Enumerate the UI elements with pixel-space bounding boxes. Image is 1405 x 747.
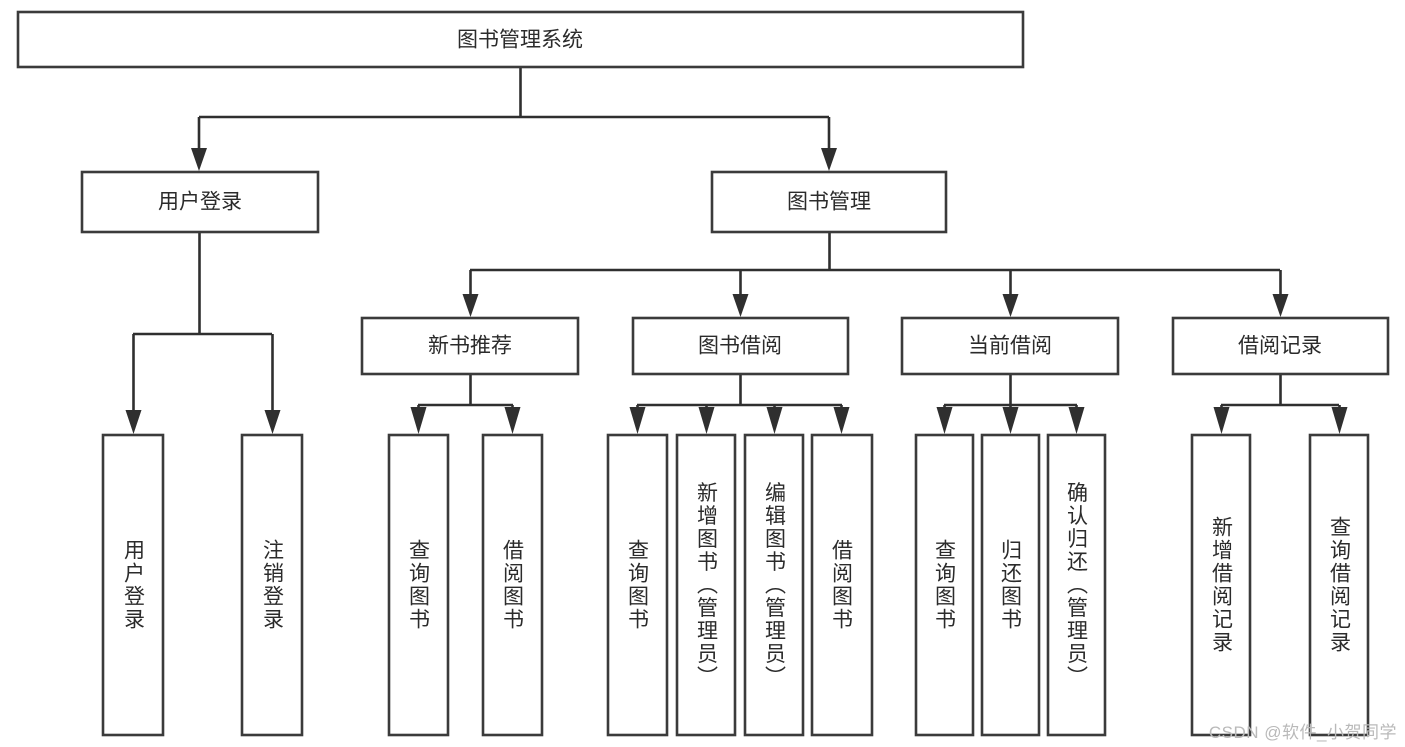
node-leaf-query-books-recommend[interactable]: 查询图书 <box>387 433 450 737</box>
arrow-head-icon <box>1002 294 1019 317</box>
node-label-leaf: 确认归还（管理员） <box>1065 482 1089 689</box>
node-box[interactable] <box>1308 433 1370 737</box>
arrow-head-icon <box>125 410 142 434</box>
node-label-book-borrow: 图书借阅 <box>698 335 782 358</box>
node-label-leaf: 注销登录 <box>261 539 285 631</box>
connector-layer <box>125 67 1348 434</box>
node-leaf-add-book-admin[interactable]: 新增图书（管理员） <box>675 433 737 737</box>
arrow-head-icon <box>1002 407 1019 434</box>
node-current-borrow[interactable]: 当前借阅 <box>900 316 1120 376</box>
node-root-system[interactable]: 图书管理系统 <box>16 10 1025 69</box>
arrow-head-icon <box>766 407 783 434</box>
arrow-head-icon <box>191 148 207 171</box>
node-borrow-records[interactable]: 借阅记录 <box>1171 316 1390 376</box>
arrow-head-icon <box>410 407 427 434</box>
node-label-leaf: 查询图书 <box>407 539 431 631</box>
node-box[interactable] <box>360 316 580 376</box>
node-label-leaf: 查询图书 <box>626 539 650 631</box>
node-box[interactable] <box>101 433 165 737</box>
node-box[interactable] <box>1171 316 1390 376</box>
node-label-leaf: 借阅图书 <box>501 539 525 631</box>
node-box[interactable] <box>16 10 1025 69</box>
node-box[interactable] <box>1046 433 1107 737</box>
node-leaf-borrow-books[interactable]: 借阅图书 <box>810 433 874 737</box>
arrow-head-icon <box>833 407 850 434</box>
node-box[interactable] <box>481 433 544 737</box>
node-label-leaf: 归还图书 <box>999 539 1023 631</box>
node-label-user-login: 用户登录 <box>158 191 242 214</box>
arrow-head-icon <box>1331 407 1348 434</box>
node-leaf-user-login[interactable]: 用户登录 <box>101 433 165 737</box>
node-leaf-confirm-return-admin[interactable]: 确认归还（管理员） <box>1046 433 1107 737</box>
node-box[interactable] <box>631 316 850 376</box>
node-label-leaf: 新增图书（管理员） <box>695 482 719 689</box>
node-label-leaf: 用户登录 <box>122 539 146 631</box>
node-leaf-query-books-current[interactable]: 查询图书 <box>914 433 975 737</box>
node-box[interactable] <box>900 316 1120 376</box>
node-leaf-edit-book-admin[interactable]: 编辑图书（管理员） <box>743 433 805 737</box>
arrow-head-icon <box>1213 407 1230 434</box>
node-box[interactable] <box>743 433 805 737</box>
node-box[interactable] <box>914 433 975 737</box>
arrow-head-icon <box>821 148 837 171</box>
node-book-management[interactable]: 图书管理 <box>710 170 948 234</box>
node-box[interactable] <box>606 433 669 737</box>
node-box[interactable] <box>810 433 874 737</box>
node-label-book-management: 图书管理 <box>787 191 871 214</box>
arrow-head-icon <box>1272 294 1289 317</box>
arrow-head-icon <box>462 294 479 317</box>
node-leaf-query-books-borrow[interactable]: 查询图书 <box>606 433 669 737</box>
node-box[interactable] <box>710 170 948 234</box>
node-new-book-recommend[interactable]: 新书推荐 <box>360 316 580 376</box>
node-label-leaf: 借阅图书 <box>830 539 854 631</box>
node-box[interactable] <box>80 170 320 234</box>
node-book-borrow[interactable]: 图书借阅 <box>631 316 850 376</box>
arrow-head-icon <box>1068 407 1085 434</box>
node-label-leaf: 查询图书 <box>933 539 957 631</box>
node-box[interactable] <box>980 433 1041 737</box>
node-user-login[interactable]: 用户登录 <box>80 170 320 234</box>
arrow-head-icon <box>936 407 953 434</box>
node-leaf-borrow-books-recommend[interactable]: 借阅图书 <box>481 433 544 737</box>
node-leaf-add-borrow-record[interactable]: 新增借阅记录 <box>1190 433 1252 737</box>
node-label-current-borrow: 当前借阅 <box>968 335 1052 358</box>
node-box[interactable] <box>387 433 450 737</box>
arrow-head-icon <box>629 407 646 434</box>
arrow-head-icon <box>264 410 281 434</box>
node-box[interactable] <box>675 433 737 737</box>
node-label-new-book-recommend: 新书推荐 <box>428 335 512 358</box>
watermark: CSDN @软件_小贺同学 <box>1208 723 1397 742</box>
arrow-head-icon <box>732 294 749 317</box>
node-label-root: 图书管理系统 <box>457 29 583 52</box>
node-leaf-query-borrow-record[interactable]: 查询借阅记录 <box>1308 433 1370 737</box>
node-box[interactable] <box>1190 433 1252 737</box>
node-leaf-return-books[interactable]: 归还图书 <box>980 433 1041 737</box>
node-leaf-logout[interactable]: 注销登录 <box>240 433 304 737</box>
node-box[interactable] <box>240 433 304 737</box>
arrow-head-icon <box>698 407 715 434</box>
node-label-leaf: 查询借阅记录 <box>1328 516 1352 654</box>
node-label-leaf: 编辑图书（管理员） <box>763 482 787 689</box>
node-label-borrow-records: 借阅记录 <box>1238 335 1322 358</box>
arrow-head-icon <box>504 407 521 434</box>
node-label-leaf: 新增借阅记录 <box>1210 516 1234 654</box>
